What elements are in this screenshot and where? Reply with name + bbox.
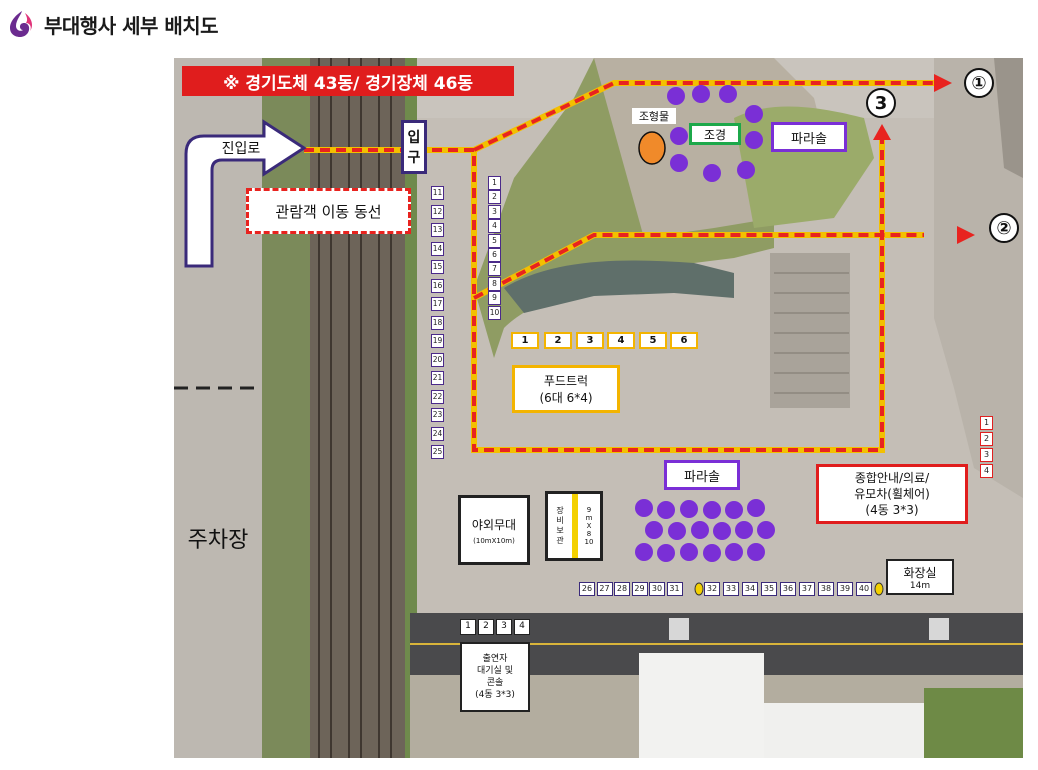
booth-chip: 27 <box>596 582 613 596</box>
food-truck-slot: 3 <box>576 332 604 349</box>
booth-chip: 10 <box>488 305 501 320</box>
booth-chip: 28 <box>614 582 630 596</box>
parasol-label-middle: 파라솔 <box>664 460 740 490</box>
booth-chip: 5 <box>488 233 501 248</box>
route-marker-3: 3 <box>866 88 896 118</box>
booth-chip: 4 <box>488 219 501 234</box>
parking-label: 주차장 <box>187 528 249 553</box>
booth-chip: 31 <box>666 582 683 596</box>
booth-chip: 6 <box>488 248 501 262</box>
food-truck-slot: 2 <box>544 332 572 349</box>
booth-chip: 35 <box>761 582 777 596</box>
booth-chip: 36 <box>780 582 796 596</box>
booth-chip: 22 <box>431 389 444 404</box>
booth-chip: 38 <box>818 582 834 596</box>
food-truck-slot: 4 <box>607 332 635 349</box>
booth-chip: 3 <box>980 448 993 462</box>
visitor-route-path <box>182 66 975 453</box>
side-booth: 장 비 보 관 9 m X 8 10 <box>545 491 603 561</box>
outdoor-stage-label: 야외무대 <box>471 517 517 532</box>
side-booth-b-label: 9 m X 8 10 <box>584 506 594 546</box>
booth-chip: 14 <box>431 241 444 256</box>
food-truck-label: 푸드트럭 (6대 6*4) <box>512 365 620 413</box>
performer-lounge-label: 출연자 대기실 및 콘솔 (4동 3*3) <box>460 642 530 712</box>
banner-label: ※ 경기도체 43동/ 경기장체 46동 <box>222 73 474 94</box>
booth-chip: 4 <box>980 464 993 478</box>
booth-chip: 16 <box>431 278 444 293</box>
page-title: 부대행사 세부 배치도 <box>44 13 219 38</box>
entrance-road-label: 진입로 <box>221 141 261 157</box>
booth-chip: 24 <box>431 426 444 441</box>
visitor-route-label: 관람객 이동 동선 <box>246 188 411 234</box>
info-booth-label: 종합안내/의료/ 유모차(휠체어) (4동 3*3) <box>816 464 968 524</box>
performer-tent-slot: 2 <box>478 619 494 635</box>
restroom-label: 화장실 <box>903 565 937 580</box>
booth-chip: 3 <box>488 204 501 219</box>
landscape-label: 조경 <box>689 123 741 145</box>
booth-chip: 11 <box>431 186 444 200</box>
food-truck-slot: 1 <box>511 332 539 349</box>
side-booth-a-label: 장 비 보 관 <box>556 506 564 545</box>
booth-chip: 37 <box>799 582 815 596</box>
parasol-label-top: 파라솔 <box>771 122 847 152</box>
booth-chip: 18 <box>431 315 444 330</box>
booth-chip: 13 <box>431 223 444 237</box>
booth-chip: 32 <box>704 582 720 596</box>
food-truck-slot: 5 <box>639 332 667 349</box>
route-marker-1: ① <box>964 68 994 98</box>
brand-logo-icon <box>10 11 33 37</box>
booth-chip: 30 <box>649 582 665 596</box>
performer-tent-slot: 1 <box>460 619 476 635</box>
booth-chip: 21 <box>431 371 444 385</box>
booth-chip: 33 <box>723 582 739 596</box>
booth-chip: 12 <box>431 204 444 219</box>
booth-chip: 17 <box>431 297 444 311</box>
entrance-label: 입 구 <box>401 120 427 174</box>
outdoor-stage-size: (10mX10m) <box>473 536 515 545</box>
booth-chip: 9 <box>488 291 501 306</box>
booth-chip: 2 <box>980 432 993 446</box>
performer-tent-slot: 4 <box>514 619 530 635</box>
booth-chip: 25 <box>431 445 444 459</box>
food-truck-slot: 6 <box>670 332 698 349</box>
booth-chip: 34 <box>742 582 758 596</box>
booth-chip: 20 <box>431 352 444 367</box>
booth-chip: 26 <box>579 582 595 596</box>
booth-chip: 8 <box>488 276 501 291</box>
sculpture-label: 조형물 <box>632 108 676 124</box>
booth-chip: 29 <box>631 582 648 596</box>
page-header: 부대행사 세부 배치도 <box>6 6 219 42</box>
restroom: 화장실 14m <box>886 559 954 595</box>
route-marker-2: ② <box>989 213 1019 243</box>
booth-chip: 2 <box>488 190 501 205</box>
site-layout-map: ※ 경기도체 43동/ 경기장체 46동 진입로 입 구 관람객 이동 동선 주… <box>174 58 1023 758</box>
booth-chip: 19 <box>431 334 444 348</box>
performer-tent-slot: 3 <box>496 619 512 635</box>
restroom-size: 14m <box>909 580 931 591</box>
booth-chip: 7 <box>488 262 501 277</box>
booth-chip: 40 <box>856 582 872 596</box>
booth-chip: 23 <box>431 408 444 422</box>
booth-chip: 1 <box>980 416 993 430</box>
booth-chip: 1 <box>488 176 501 190</box>
booth-chip: 15 <box>431 260 444 274</box>
outdoor-stage: 야외무대 (10mX10m) <box>458 495 530 565</box>
booth-chip: 39 <box>837 582 853 596</box>
